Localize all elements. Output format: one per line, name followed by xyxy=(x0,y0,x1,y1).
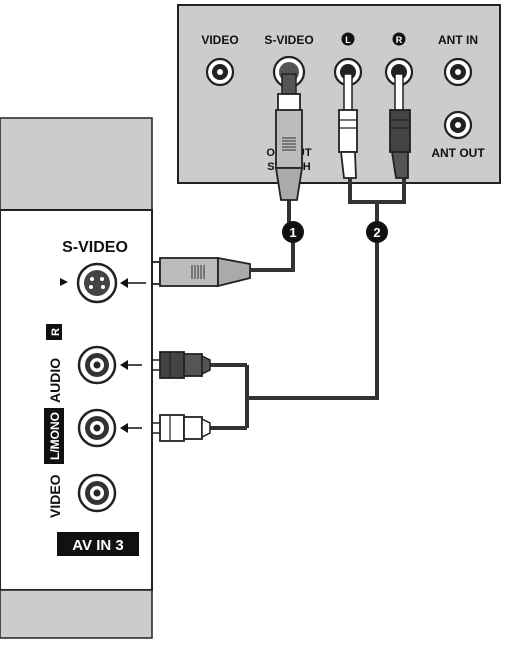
tv-s-video-plug xyxy=(145,256,251,288)
tv-r-badge xyxy=(46,324,62,340)
callout-1-badge: 1 xyxy=(282,221,304,243)
callout-1-number: 1 xyxy=(289,225,296,240)
av-in-3-label: AV IN 3 xyxy=(72,537,123,554)
tv-video-label: VIDEO xyxy=(47,474,63,518)
tv-audio-label: AUDIO xyxy=(47,358,63,403)
source-s-video-plug xyxy=(274,73,304,201)
tv-audio-l-jack xyxy=(77,408,117,448)
tv-audio-l-arrow-icon xyxy=(120,423,128,433)
tv-vertical-labels: VIDEO L/MONO AUDIO R xyxy=(44,324,64,518)
source-ant-out-jack xyxy=(443,110,473,140)
source-device-panel xyxy=(177,4,501,184)
tv-video-jack xyxy=(77,473,117,513)
tv-audio-r-arrow-icon xyxy=(120,360,128,370)
tv-s-video-jack xyxy=(76,262,118,304)
source-s-video-label: S-VIDEO xyxy=(264,33,313,47)
tv-panel xyxy=(0,117,153,639)
tv-audio-r-jack xyxy=(77,345,117,385)
source-ant-out-label: ANT OUT xyxy=(431,146,485,160)
s-video-pointer-icon xyxy=(60,278,68,286)
callout-2-badge: 2 xyxy=(366,221,388,243)
callout-2-number: 2 xyxy=(373,225,380,240)
source-audio-l-label: L xyxy=(345,35,351,45)
source-ant-in-label: ANT IN xyxy=(438,33,478,47)
source-video-label: VIDEO xyxy=(201,33,238,47)
source-audio-l-badge: L xyxy=(341,32,355,46)
tv-s-video-arrow-icon xyxy=(120,278,128,288)
av-in-3-badge: AV IN 3 xyxy=(57,532,139,556)
s-video-cable xyxy=(145,73,304,288)
source-audio-l-plug xyxy=(338,73,358,179)
source-audio-r-badge: R xyxy=(392,32,406,46)
tv-r-label: R xyxy=(50,328,62,336)
source-audio-r-label: R xyxy=(396,35,403,45)
tv-lmono-badge xyxy=(44,408,64,464)
tv-s-video-label: S-VIDEO xyxy=(62,239,128,256)
source-ant-in-jack xyxy=(443,57,473,87)
tv-lmono-label: L/MONO xyxy=(48,412,62,460)
source-audio-r-plug xyxy=(389,73,411,179)
source-video-jack xyxy=(205,57,235,87)
